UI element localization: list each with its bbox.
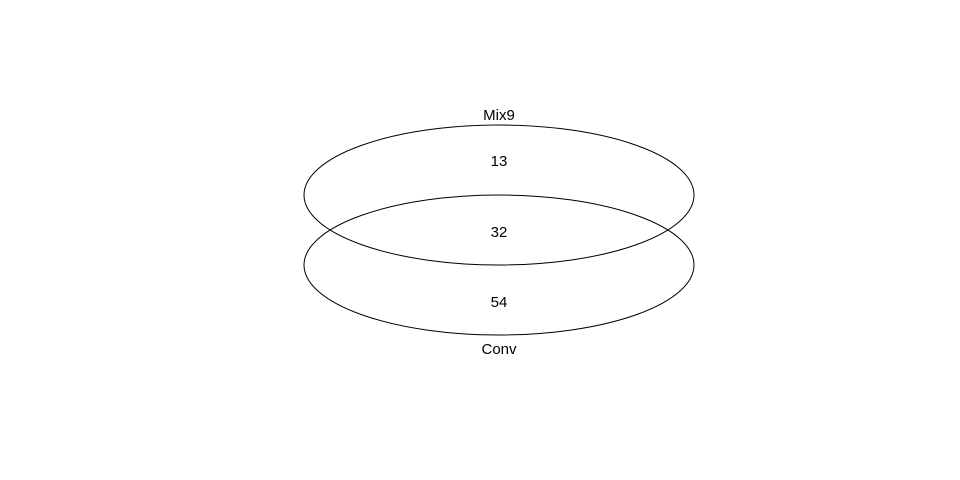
set-conv-ellipse [303, 194, 695, 336]
region-count-intersection: 32 [491, 224, 508, 241]
set-label-conv: Conv [481, 341, 517, 358]
set-label-mix9: Mix9 [483, 107, 515, 124]
region-count-mix9-only: 13 [491, 153, 508, 170]
region-count-conv-only: 54 [491, 294, 508, 311]
set-mix9-ellipse [303, 124, 695, 266]
